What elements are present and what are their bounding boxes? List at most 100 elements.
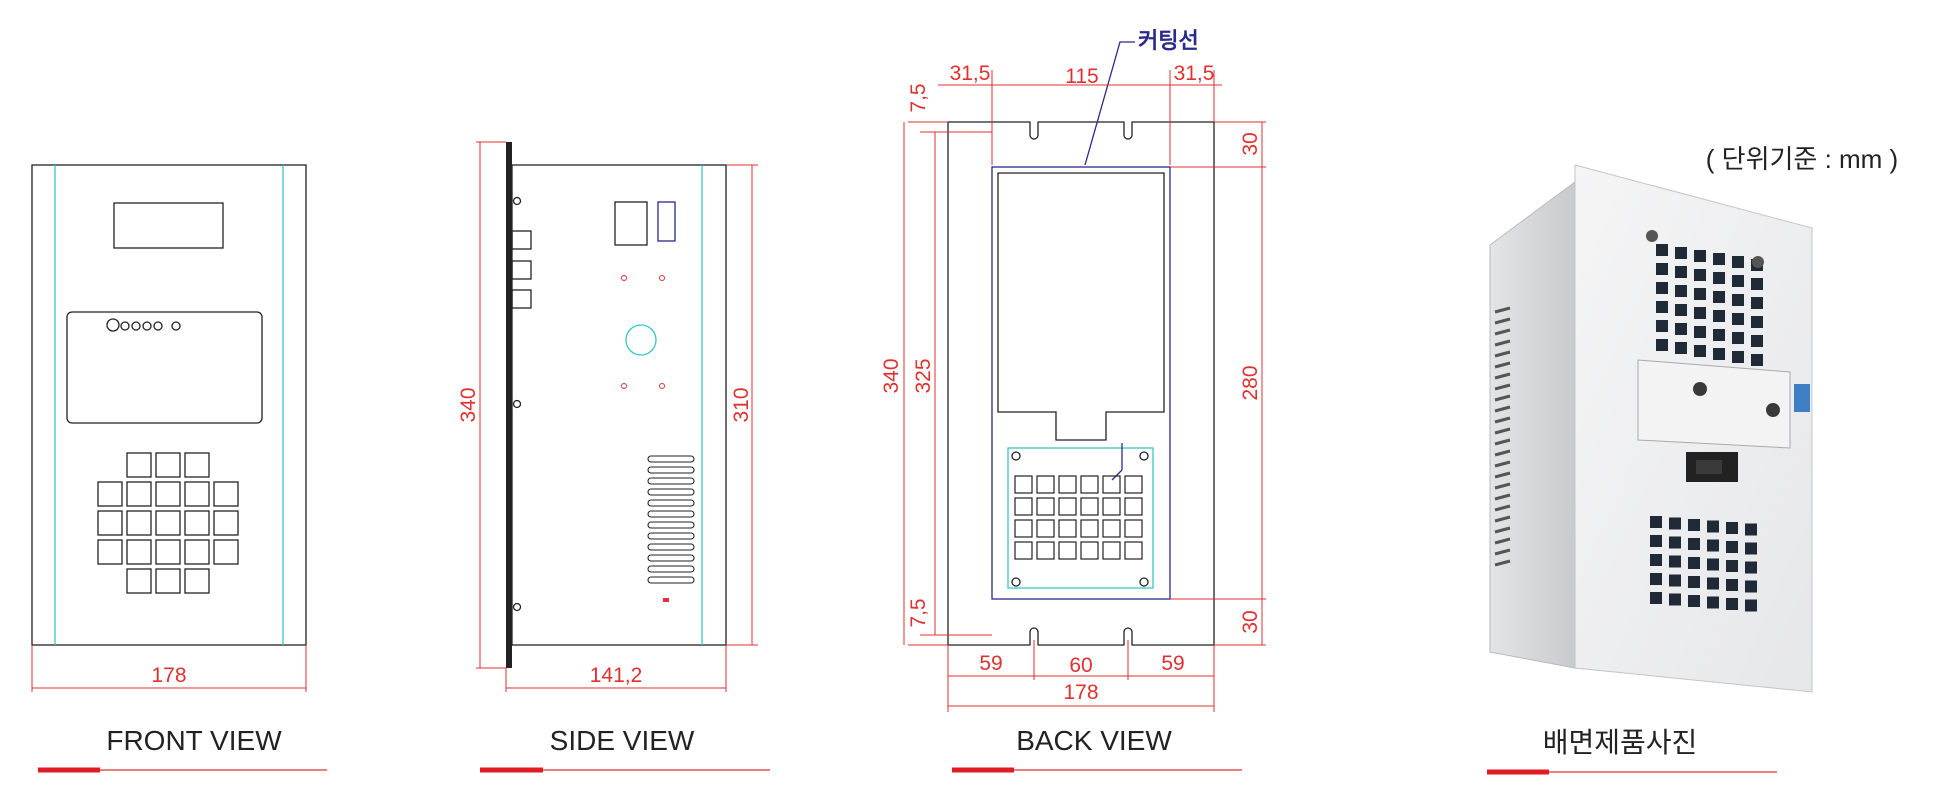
vent-hole [1656, 282, 1668, 294]
side-vent-line [1494, 460, 1511, 468]
front-key [184, 452, 210, 478]
side-vent-line [1494, 504, 1511, 512]
side-connector-b [657, 201, 676, 242]
unit-note: ( 단위기준 : mm ) [1706, 144, 1898, 174]
vent-hole [1707, 577, 1719, 590]
vent-hole [1707, 539, 1719, 552]
side-vent-line [1494, 383, 1511, 391]
vent-hole [1669, 593, 1681, 606]
side-vent-line [1494, 350, 1511, 358]
vent-hole [1726, 522, 1738, 534]
photo-bottom-vent-grid [1650, 516, 1757, 612]
front-keypad [97, 452, 239, 594]
vent-hole [1694, 250, 1706, 262]
side-front-plate [506, 142, 512, 668]
side-body-outline [511, 164, 727, 646]
back-bottom-right-label: 59 [1161, 652, 1184, 675]
side-bracket-3 [511, 289, 532, 309]
vent-hole [1688, 576, 1700, 588]
back-key [1014, 519, 1033, 538]
front-width-label: 178 [151, 664, 186, 687]
back-key [1014, 497, 1033, 516]
vent-hole [1675, 342, 1687, 354]
front-key [126, 568, 152, 594]
back-key [1036, 475, 1055, 494]
side-vent-line [1494, 548, 1511, 556]
vent-hole [1656, 301, 1668, 313]
vent-slot [647, 488, 695, 496]
vent-hole [1751, 335, 1763, 347]
back-bottom-center-label: 60 [1069, 654, 1092, 677]
side-vent-line [1494, 416, 1511, 424]
front-key [97, 481, 123, 507]
side-body-height-label: 310 [730, 387, 753, 422]
back-top-left-label: 31,5 [950, 62, 991, 85]
side-vent-line [1494, 361, 1511, 369]
vent-hole [1732, 351, 1744, 363]
front-key [126, 539, 152, 565]
back-key [1058, 475, 1077, 494]
front-key [184, 481, 210, 507]
front-led-row [106, 318, 181, 332]
vent-hole [1745, 561, 1757, 574]
photo-bracket [1637, 359, 1791, 449]
vent-hole [1694, 269, 1706, 281]
vent-hole [1694, 307, 1706, 319]
side-vent-line [1494, 493, 1511, 501]
vent-hole [1751, 316, 1763, 328]
side-vent-line [1494, 515, 1511, 523]
front-key [184, 539, 210, 565]
back-key [1124, 541, 1143, 560]
vent-hole [1707, 520, 1719, 533]
front-key [184, 568, 210, 594]
back-view: 커팅선 31,5 115 31,5 7,5 340 325 7,5 30 280… [880, 28, 1266, 773]
vent-slot [647, 532, 695, 540]
vent-hole [1650, 516, 1662, 528]
vent-hole [1694, 288, 1706, 300]
vent-hole [1675, 247, 1687, 259]
back-right-top-label: 30 [1239, 132, 1262, 155]
vent-hole [1656, 244, 1668, 256]
photo-title: 배면제품사진 [1543, 727, 1698, 758]
vent-hole [1713, 272, 1725, 284]
back-view-title: BACK VIEW [1016, 725, 1172, 756]
back-key [1102, 497, 1121, 516]
back-key [1036, 519, 1055, 538]
back-top-center-label: 115 [1065, 65, 1098, 88]
side-vent-slots [647, 455, 695, 584]
photo-label-sticker [1794, 384, 1810, 412]
back-key [1036, 497, 1055, 516]
side-vent-line [1494, 394, 1511, 402]
side-vent-line [1494, 438, 1511, 446]
vent-slot [647, 499, 695, 507]
back-bottom-left-label: 59 [979, 652, 1002, 675]
back-keypad [1014, 475, 1143, 560]
vent-hole [1713, 329, 1725, 341]
vent-hole [1751, 354, 1763, 366]
front-key [126, 452, 152, 478]
side-vent-line [1494, 405, 1511, 413]
vent-hole [1751, 278, 1763, 290]
vent-hole [1732, 294, 1744, 306]
vent-hole [1650, 535, 1662, 547]
front-key [155, 568, 181, 594]
vent-hole [1650, 592, 1662, 604]
back-top-right-label: 31,5 [1174, 62, 1215, 85]
product-photo: ( 단위기준 : mm ) 배면제품사진 [1487, 144, 1898, 775]
side-vent-line [1494, 482, 1511, 490]
vent-hole [1745, 580, 1757, 593]
front-key [97, 510, 123, 536]
vent-hole [1713, 348, 1725, 360]
vent-hole [1707, 596, 1719, 609]
vent-slot [647, 510, 695, 518]
front-key [126, 510, 152, 536]
vent-hole [1669, 517, 1681, 530]
vent-hole [1713, 253, 1725, 265]
front-key [155, 481, 181, 507]
vent-hole [1751, 297, 1763, 309]
vent-hole [1675, 266, 1687, 278]
side-vent-line [1494, 427, 1511, 435]
back-key [1058, 497, 1077, 516]
back-key [1080, 541, 1099, 560]
front-view: 178 FRONT VIEW [31, 164, 327, 773]
